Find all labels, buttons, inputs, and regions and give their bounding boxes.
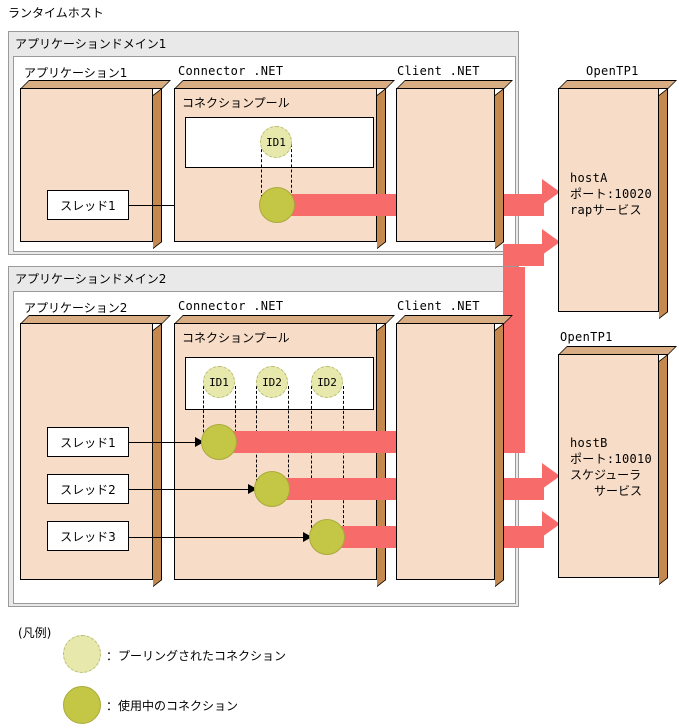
legend-pooled-connection-label: ：プーリングされたコネクション	[106, 649, 287, 663]
connection-pool-1-label: コネクションプール	[182, 96, 290, 110]
legend-pooled-connection-icon	[63, 635, 101, 673]
client-net-1-caption: Client .NET	[397, 64, 480, 78]
application-1-caption: アプリケーション1	[24, 66, 128, 80]
thread-box[interactable]: スレッド3	[47, 521, 129, 551]
connection-red-arrow-head	[542, 463, 560, 489]
box-side-face	[377, 88, 386, 250]
diagram-title: ランタイムホスト	[8, 6, 104, 20]
box-side-face	[659, 354, 668, 586]
legend-heading: (凡例)	[18, 626, 52, 640]
connector-net-2-caption: Connector .NET	[178, 299, 284, 313]
server-1-port: ポート:10020	[570, 187, 653, 201]
connector-net-1-caption: Connector .NET	[178, 64, 284, 78]
box-front-face	[558, 354, 659, 578]
pool-link-dashed-line	[203, 386, 204, 442]
box-side-face	[153, 323, 162, 588]
box-side-face	[153, 88, 162, 250]
thread-to-connection-arrow-line	[129, 442, 197, 443]
server-1-host: hostA	[570, 171, 608, 185]
thread-box[interactable]: スレッド2	[47, 474, 129, 504]
legend-active-connection-label: ：使用中のコネクション	[106, 699, 239, 713]
server-1-caption: OpenTP1	[586, 64, 639, 78]
server-2-host: hostB	[570, 436, 608, 450]
active-connection-circle	[254, 471, 290, 507]
active-connection-circle	[309, 519, 345, 555]
pooled-connection-circle: ID1	[203, 366, 235, 398]
connection-red-arrow-band-vertical	[503, 267, 525, 453]
connection-red-arrow-head	[542, 179, 560, 205]
legend-active-connection-icon	[63, 686, 101, 724]
pooled-connection-circle: ID1	[260, 126, 292, 158]
client-net-1-box	[396, 80, 513, 250]
pool-link-dashed-line	[291, 144, 292, 198]
connection-red-arrow-head	[542, 229, 560, 255]
server-2-service-line2: サービス	[570, 484, 643, 498]
thread-to-connection-arrow-head	[195, 437, 204, 447]
pool-link-dashed-line	[311, 386, 312, 533]
active-connection-circle	[259, 187, 295, 223]
client-net-2-caption: Client .NET	[397, 299, 480, 313]
active-connection-circle	[201, 424, 237, 460]
opentp1-server-2-box: hostB ポート:10010 スケジューラ サービス	[558, 346, 677, 586]
pool-link-dashed-line	[261, 144, 262, 198]
thread-box[interactable]: スレッド1	[47, 427, 129, 457]
box-front-face	[558, 88, 659, 312]
box-front-face	[396, 323, 495, 580]
server-2-port: ポート:10010	[570, 452, 653, 466]
connection-pool-2-label: コネクションプール	[182, 331, 290, 345]
application-domain-2-title: アプリケーションドメイン2	[15, 272, 167, 286]
pooled-connection-circle: ID2	[256, 366, 288, 398]
box-side-face	[659, 88, 668, 320]
thread-box[interactable]: スレッド1	[47, 190, 129, 220]
box-side-face	[495, 88, 504, 250]
thread-to-connection-arrow-head	[248, 484, 257, 494]
application-2-caption: アプリケーション2	[24, 301, 128, 315]
server-1-service: rapサービス	[570, 203, 642, 217]
pooled-connection-circle: ID2	[311, 366, 343, 398]
connection-red-arrow-head	[542, 511, 560, 537]
client-net-2-box	[396, 315, 513, 588]
server-2-caption: OpenTP1	[560, 330, 613, 344]
connection-red-arrow-band	[503, 244, 544, 266]
pool-link-dashed-line	[235, 386, 236, 442]
application-domain-1-title: アプリケーションドメイン1	[15, 37, 167, 51]
pool-link-dashed-line	[343, 386, 344, 533]
server-2-service-line1: スケジューラ	[570, 468, 642, 482]
box-front-face	[396, 88, 495, 242]
thread-to-connection-arrow-line	[129, 489, 250, 490]
opentp1-server-1-box: hostA ポート:10020 rapサービス	[558, 80, 677, 320]
thread-to-connection-arrow-line	[129, 537, 305, 538]
thread-to-connection-arrow-head	[303, 532, 312, 542]
box-side-face	[495, 323, 504, 588]
